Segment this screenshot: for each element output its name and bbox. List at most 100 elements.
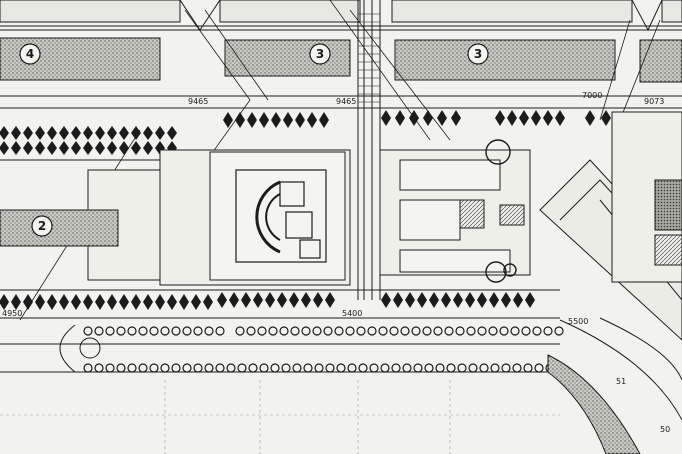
zone-marker-3b: 3 bbox=[467, 43, 489, 65]
tree-diamond bbox=[47, 141, 57, 155]
dim-label-51: 51 bbox=[616, 377, 626, 386]
tree-diamond bbox=[179, 294, 189, 310]
promenade-lines bbox=[0, 95, 682, 373]
tree-circle bbox=[378, 326, 388, 336]
tree-circle bbox=[435, 363, 445, 373]
tree-diamond bbox=[167, 126, 177, 140]
tree-circle bbox=[268, 326, 278, 336]
dim-label-5400: 5400 bbox=[342, 309, 362, 318]
roundabout bbox=[59, 324, 101, 373]
tree-circle bbox=[400, 326, 410, 336]
tree-diamond bbox=[131, 126, 141, 140]
tree-diamond bbox=[35, 141, 45, 155]
tree-diamond bbox=[405, 292, 415, 308]
circle-tree-row-lower bbox=[83, 363, 555, 373]
tree-circle bbox=[336, 363, 346, 373]
tree-circle bbox=[455, 326, 465, 336]
tree-diamond bbox=[283, 112, 293, 128]
svg-text:2: 2 bbox=[38, 219, 46, 233]
tree-diamond bbox=[59, 126, 69, 140]
tree-circle bbox=[433, 326, 443, 336]
tree-circle bbox=[391, 363, 401, 373]
tree-diamond bbox=[71, 141, 81, 155]
hemicycle-building bbox=[235, 169, 327, 263]
tree-circle bbox=[270, 363, 280, 373]
tree-diamond bbox=[325, 292, 335, 308]
tree-diamond bbox=[71, 294, 81, 310]
tree-diamond bbox=[155, 294, 165, 310]
tree-circle bbox=[334, 326, 344, 336]
tree-diamond bbox=[543, 110, 553, 126]
tree-diamond bbox=[83, 141, 93, 155]
tree-diamond bbox=[59, 294, 69, 310]
tree-diamond bbox=[11, 141, 21, 155]
tree-circle bbox=[367, 326, 377, 336]
tree-circle bbox=[499, 326, 509, 336]
dim-label-50: 50 bbox=[660, 425, 670, 434]
dim-label-7000: 7000 bbox=[582, 91, 602, 100]
tree-diamond bbox=[95, 294, 105, 310]
tree-diamond bbox=[95, 141, 105, 155]
tree-diamond bbox=[495, 110, 505, 126]
tree-diamond bbox=[23, 126, 33, 140]
tree-circle bbox=[215, 326, 225, 336]
tree-circle bbox=[204, 363, 214, 373]
tree-circle bbox=[422, 326, 432, 336]
tree-diamond bbox=[0, 126, 9, 140]
svg-text:4: 4 bbox=[26, 47, 34, 61]
tree-diamond bbox=[489, 292, 499, 308]
central-ladder-rungs bbox=[358, 13, 380, 103]
tree-diamond bbox=[23, 141, 33, 155]
tree-circle bbox=[83, 326, 93, 336]
tree-diamond bbox=[11, 294, 21, 310]
tree-diamond bbox=[0, 141, 9, 155]
tree-circle bbox=[424, 363, 434, 373]
tree-circle bbox=[105, 363, 115, 373]
tree-diamond bbox=[507, 110, 517, 126]
tree-circle bbox=[127, 363, 137, 373]
tree-diamond bbox=[247, 112, 257, 128]
tree-circle bbox=[279, 326, 289, 336]
tree-circle bbox=[105, 326, 115, 336]
tree-circle bbox=[534, 363, 544, 373]
tree-circle bbox=[237, 363, 247, 373]
tree-diamond bbox=[59, 141, 69, 155]
zone-marker-2: 2 bbox=[31, 215, 53, 237]
tree-circle bbox=[323, 326, 333, 336]
tree-circle bbox=[116, 363, 126, 373]
lower-tree-row bbox=[0, 292, 535, 310]
tree-diamond bbox=[83, 294, 93, 310]
tree-diamond bbox=[223, 112, 233, 128]
tree-diamond bbox=[585, 110, 595, 126]
tree-diamond bbox=[395, 110, 405, 126]
tree-diamond bbox=[95, 126, 105, 140]
tree-circle bbox=[532, 326, 542, 336]
tree-circle bbox=[160, 363, 170, 373]
tree-circle bbox=[204, 326, 214, 336]
tree-diamond bbox=[119, 141, 129, 155]
tree-diamond bbox=[513, 292, 523, 308]
tree-diamond bbox=[409, 110, 419, 126]
tree-diamond bbox=[437, 110, 447, 126]
tree-circle bbox=[523, 363, 533, 373]
tree-circle bbox=[389, 326, 399, 336]
tree-diamond bbox=[107, 294, 117, 310]
tree-diamond bbox=[23, 294, 33, 310]
tree-circle bbox=[477, 326, 487, 336]
tree-diamond bbox=[277, 292, 287, 308]
zone-marker-3a: 3 bbox=[309, 43, 331, 65]
dim-label-5500: 5500 bbox=[568, 317, 588, 326]
tree-circle bbox=[501, 363, 511, 373]
tree-circle bbox=[490, 363, 500, 373]
tree-diamond bbox=[381, 292, 391, 308]
tree-diamond bbox=[381, 110, 391, 126]
tree-diamond bbox=[601, 110, 611, 126]
tree-diamond bbox=[453, 292, 463, 308]
tree-circle bbox=[171, 326, 181, 336]
tree-circle bbox=[345, 326, 355, 336]
tree-circle bbox=[193, 326, 203, 336]
tree-diamond bbox=[289, 292, 299, 308]
tree-circle bbox=[182, 363, 192, 373]
tree-circle bbox=[248, 363, 258, 373]
tree-circle bbox=[402, 363, 412, 373]
